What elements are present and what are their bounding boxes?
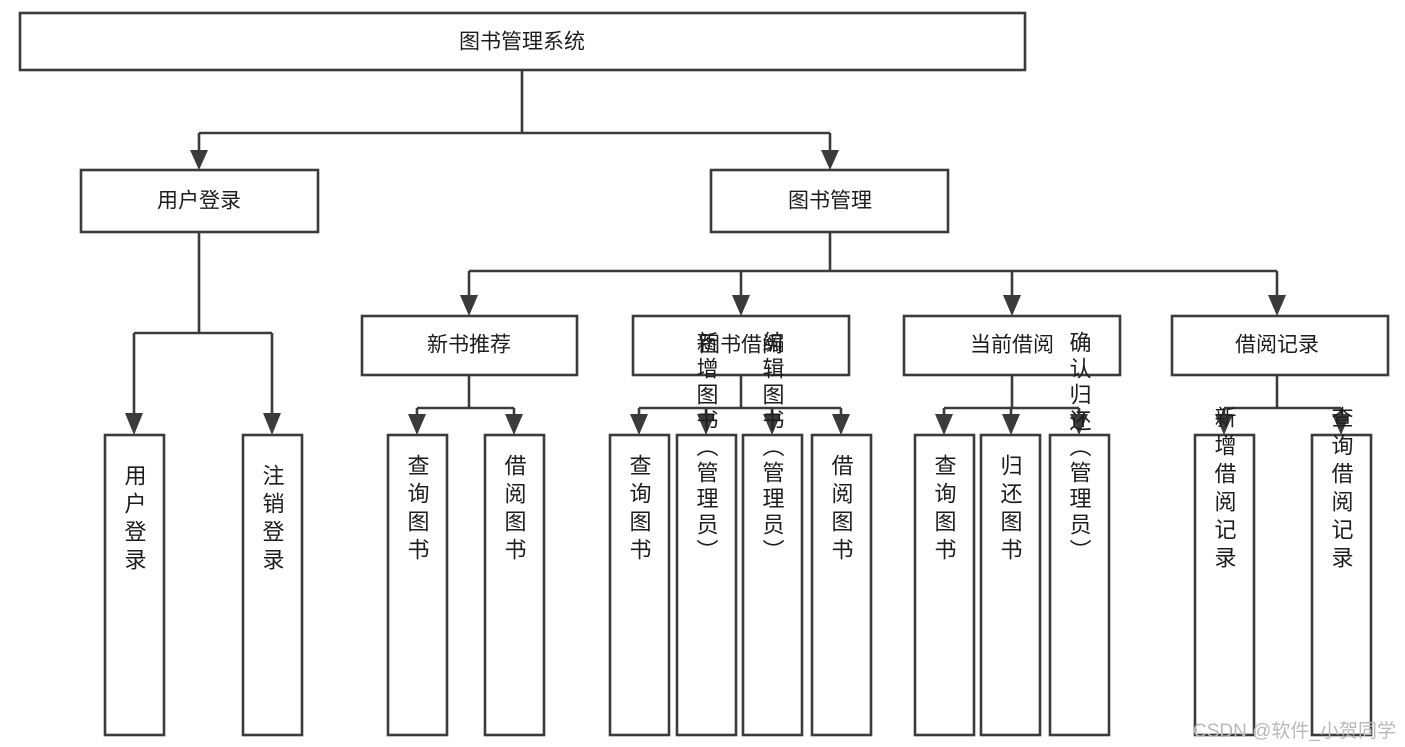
leaf-bookborrow-query-book-label: 查询图书 bbox=[627, 454, 652, 566]
arrow-to-borrow-record bbox=[1268, 295, 1286, 316]
node-book-management-box[interactable] bbox=[709, 168, 950, 234]
leaf-currentborrow-return-book-label: 归还图书 bbox=[998, 454, 1023, 566]
arrow-newbook-leaf-2 bbox=[505, 414, 523, 435]
leaf-borrowrecord-add-record[interactable]: 新增借阅记录 bbox=[1193, 406, 1256, 737]
leaf-borrowrecord-add-record-box[interactable] bbox=[1193, 433, 1256, 737]
node-root-box[interactable] bbox=[18, 11, 1027, 72]
node-user-login-label: 用户登录 bbox=[157, 190, 241, 213]
leaf-newbook-query-book-box[interactable] bbox=[386, 433, 449, 737]
arrow-bookborrow-leaf-3 bbox=[763, 414, 781, 435]
node-new-book-recommend-box[interactable] bbox=[360, 314, 579, 377]
leaf-currentborrow-return-book-box[interactable] bbox=[979, 433, 1042, 737]
leaf-bookborrow-edit-book-admin-box[interactable] bbox=[741, 433, 804, 737]
leaf-bookborrow-edit-book-admin[interactable]: 编辑图书（管理员） bbox=[741, 331, 804, 737]
arrow-borrowrecord-leaf-2 bbox=[1332, 414, 1350, 435]
node-book-borrow-label: 图书借阅 bbox=[699, 334, 783, 357]
leaf-currentborrow-confirm-return-admin-label: 确认归还（管理员） bbox=[1067, 331, 1092, 565]
leaf-user-login[interactable]: 用户登录 bbox=[103, 433, 166, 737]
arrow-borrowrecord-leaf-1 bbox=[1215, 414, 1233, 435]
arrow-bookborrow-leaf-2 bbox=[697, 414, 715, 435]
node-borrow-record[interactable]: 借阅记录 bbox=[1170, 314, 1390, 377]
leaf-bookborrow-borrow-book-label: 借阅图书 bbox=[829, 454, 854, 566]
arrow-currentborrow-leaf-1 bbox=[935, 414, 953, 435]
arrow-to-leaf-logout bbox=[263, 413, 281, 435]
leaf-currentborrow-confirm-return-admin[interactable]: 确认归还（管理员） bbox=[1048, 331, 1111, 737]
node-root-label: 图书管理系统 bbox=[459, 31, 585, 54]
arrow-bookborrow-leaf-4 bbox=[832, 414, 850, 435]
leaf-user-login-label: 用户登录 bbox=[122, 464, 147, 576]
leaf-currentborrow-confirm-return-admin-box[interactable] bbox=[1048, 433, 1111, 737]
leaf-newbook-borrow-book[interactable]: 借阅图书 bbox=[483, 433, 546, 737]
node-book-borrow-box[interactable] bbox=[631, 314, 851, 377]
arrow-to-new-book-recommend bbox=[460, 295, 478, 316]
leaf-borrowrecord-query-record-box[interactable] bbox=[1310, 433, 1373, 737]
leaf-bookborrow-add-book-admin-box[interactable] bbox=[675, 433, 738, 737]
arrow-currentborrow-leaf-3 bbox=[1070, 414, 1088, 435]
node-borrow-record-label: 借阅记录 bbox=[1235, 334, 1319, 357]
node-borrow-record-box[interactable] bbox=[1170, 314, 1390, 377]
csdn-watermark: CSDN @软件_小贺同学 bbox=[1193, 720, 1396, 742]
arrow-newbook-leaf-1 bbox=[408, 414, 426, 435]
edges-layer bbox=[125, 70, 1350, 435]
node-book-management[interactable]: 图书管理 bbox=[709, 168, 950, 234]
node-new-book-recommend-label: 新书推荐 bbox=[427, 334, 511, 357]
leaf-user-login-box[interactable] bbox=[103, 433, 166, 737]
leaf-logout[interactable]: 注销登录 bbox=[241, 433, 304, 737]
leaf-bookborrow-edit-book-admin-label: 编辑图书（管理员） bbox=[760, 331, 785, 565]
node-current-borrow-label: 当前借阅 bbox=[970, 334, 1054, 357]
arrow-to-book-borrow bbox=[732, 295, 750, 316]
arrow-to-user-login bbox=[190, 150, 208, 170]
leaf-newbook-query-book[interactable]: 查询图书 bbox=[386, 433, 449, 737]
leaf-newbook-query-book-label: 查询图书 bbox=[405, 454, 430, 566]
node-current-borrow[interactable]: 当前借阅 bbox=[902, 314, 1122, 377]
leaf-currentborrow-query-book-label: 查询图书 bbox=[932, 454, 957, 566]
arrow-currentborrow-leaf-2 bbox=[1002, 414, 1020, 435]
leaf-borrowrecord-query-record[interactable]: 查询借阅记录 bbox=[1310, 406, 1373, 737]
leaf-currentborrow-return-book[interactable]: 归还图书 bbox=[979, 433, 1042, 737]
leaf-borrowrecord-add-record-label: 新增借阅记录 bbox=[1212, 406, 1237, 574]
leaf-bookborrow-add-book-admin-label: 新增图书（管理员） bbox=[694, 331, 719, 565]
node-user-login-box[interactable] bbox=[79, 168, 320, 234]
leaf-currentborrow-query-book[interactable]: 查询图书 bbox=[913, 433, 976, 737]
leaf-bookborrow-query-book[interactable]: 查询图书 bbox=[608, 433, 671, 737]
leaf-bookborrow-add-book-admin[interactable]: 新增图书（管理员） bbox=[675, 331, 738, 737]
leaf-currentborrow-query-book-box[interactable] bbox=[913, 433, 976, 737]
leaf-newbook-borrow-book-box[interactable] bbox=[483, 433, 546, 737]
node-new-book-recommend[interactable]: 新书推荐 bbox=[360, 314, 579, 377]
arrow-to-leaf-user-login bbox=[125, 413, 143, 435]
leaf-logout-label: 注销登录 bbox=[260, 464, 285, 576]
leaf-logout-box[interactable] bbox=[241, 433, 304, 737]
node-book-borrow[interactable]: 图书借阅 bbox=[631, 314, 851, 377]
node-book-management-label: 图书管理 bbox=[788, 190, 872, 213]
leaf-borrowrecord-query-record-label: 查询借阅记录 bbox=[1329, 406, 1354, 574]
node-current-borrow-box[interactable] bbox=[902, 314, 1122, 377]
arrow-to-book-mgmt bbox=[821, 150, 839, 170]
node-root[interactable]: 图书管理系统 bbox=[18, 11, 1027, 72]
leaf-bookborrow-borrow-book[interactable]: 借阅图书 bbox=[810, 433, 873, 737]
arrow-bookborrow-leaf-1 bbox=[630, 414, 648, 435]
node-user-login[interactable]: 用户登录 bbox=[79, 168, 320, 234]
leaf-newbook-borrow-book-label: 借阅图书 bbox=[502, 454, 527, 566]
leaf-bookborrow-borrow-book-box[interactable] bbox=[810, 433, 873, 737]
leaf-bookborrow-query-book-box[interactable] bbox=[608, 433, 671, 737]
arrow-to-current-borrow bbox=[1003, 295, 1021, 316]
